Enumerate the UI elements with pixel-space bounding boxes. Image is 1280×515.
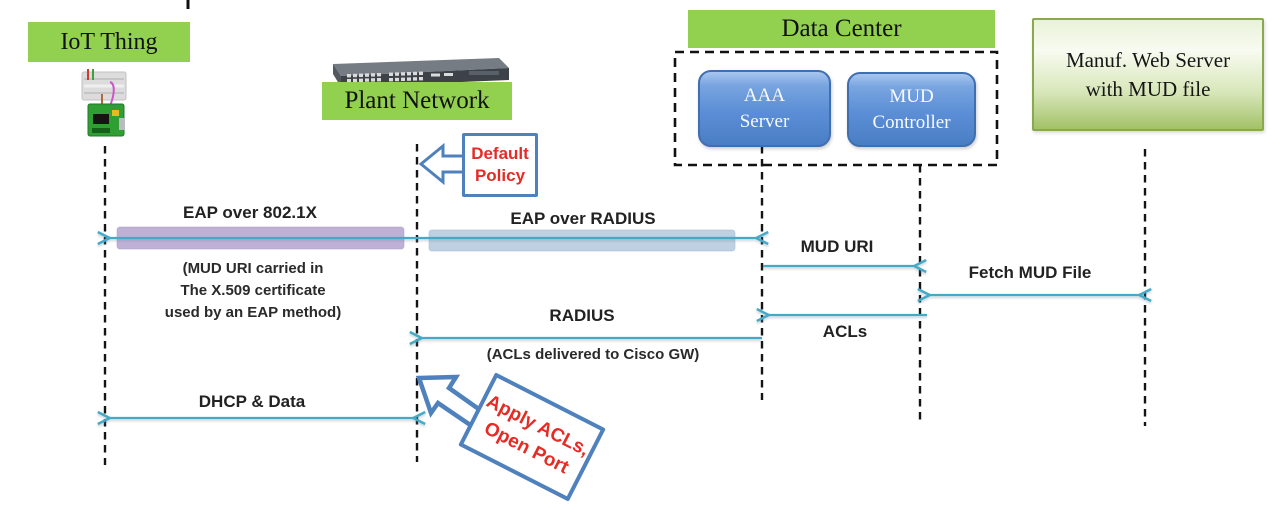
manuf-web-server-box: Manuf. Web Server with MUD file [1032,18,1264,131]
manuf-line2: with MUD file [1085,76,1211,101]
aaa-server-line2: Server [739,110,790,132]
aaa-server-line1: AAA [743,84,786,106]
iot-thing-label: IoT Thing [28,22,190,62]
plant-network-text: Plant Network [344,87,490,114]
manuf-line1: Manuf. Web Server [1065,47,1231,72]
msg-acls-label: ACLs [822,322,868,341]
radius-note: (ACLs delivered to Cisco GW) [486,346,700,363]
plant-network-label: Plant Network [322,82,512,120]
msg-eap-8021x-label: EAP over 802.1X [183,203,317,222]
cert-note-line2: The X.509 certificate [180,282,326,299]
cert-note-line1: (MUD URI carried in [182,260,324,277]
cert-note-line3: used by an EAP method) [164,304,342,321]
data-center-label: Data Center [688,10,995,48]
aaa-server-box: AAA Server [698,70,831,147]
msg-radius-label: RADIUS [549,306,615,325]
default-policy-callout: Default Policy [462,133,538,197]
msg-eap-radius-label: EAP over RADIUS [510,209,656,228]
cert-note: (MUD URI carried in The X.509 certificat… [165,258,341,324]
mud-controller-line1: MUD [889,85,934,107]
mud-controller-box: MUD Controller [847,72,976,147]
msg-mud-uri-label: MUD URI [800,237,874,256]
default-policy-line2: Policy [474,166,526,185]
iot-device-icon [81,69,127,137]
mud-controller-line2: Controller [872,111,951,133]
highlight-band-blue [428,229,736,252]
default-policy-arrow [418,142,468,186]
default-policy-line1: Default [471,144,529,163]
iot-thing-text: IoT Thing [60,28,158,55]
msg-fetch-mud-file-label: Fetch MUD File [968,263,1092,282]
data-center-group-box [673,50,999,167]
msg-dhcp-data-label: DHCP & Data [198,392,306,411]
data-center-text: Data Center [781,15,902,42]
